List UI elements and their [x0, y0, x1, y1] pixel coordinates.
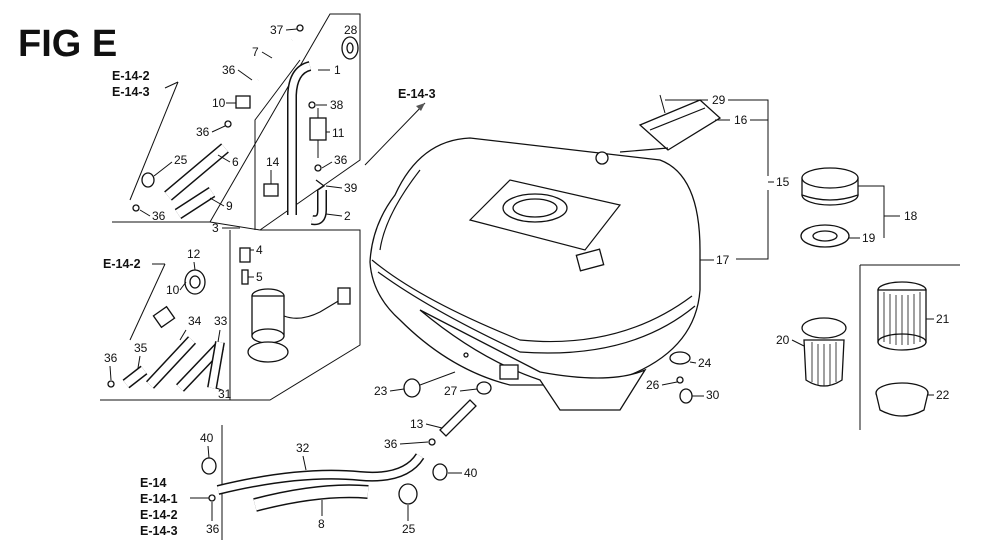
- ref-label: E-14-3: [112, 85, 150, 99]
- part-label: 31: [218, 387, 232, 401]
- part-label: 26: [646, 378, 660, 392]
- part-label: 35: [134, 341, 148, 355]
- drain-fittings: [403, 351, 693, 446]
- part-label: 36: [384, 437, 398, 451]
- part-label: 40: [464, 466, 478, 480]
- ref-label: E-14-2: [103, 257, 141, 271]
- part-label: 10: [212, 96, 226, 110]
- part-label: 29: [712, 93, 726, 107]
- ref-label: E-14-2: [112, 69, 150, 83]
- part-label: 4: [256, 243, 263, 257]
- part-label: 9: [226, 199, 233, 213]
- part-label: 25: [402, 522, 416, 536]
- part-label: 24: [698, 356, 712, 370]
- part-label: 19: [862, 231, 876, 245]
- tank-cap: [800, 167, 859, 248]
- part-label: 36: [334, 153, 348, 167]
- fuel-line-assembly: [132, 24, 359, 226]
- fuel-tank: [369, 137, 701, 411]
- part-label: 36: [152, 209, 166, 223]
- part-label: 3: [212, 221, 219, 235]
- part-label: 32: [296, 441, 310, 455]
- part-label: 13: [410, 417, 424, 431]
- part-label: 8: [318, 517, 325, 531]
- part-label: 30: [706, 388, 720, 402]
- part-label: 37: [270, 23, 284, 37]
- part-label: 6: [232, 155, 239, 169]
- part-label: 10: [166, 283, 180, 297]
- part-label: 36: [222, 63, 236, 77]
- part-label: 27: [444, 384, 458, 398]
- part-label: 12: [187, 247, 201, 261]
- reference-labels: E-14-2 E-14-3 E-14-3 E-14-2 E-14 E-14-1 …: [103, 69, 436, 538]
- part-label: 11: [332, 126, 345, 140]
- panel-frames: [100, 13, 960, 540]
- part-label: 33: [214, 314, 228, 328]
- part-label: 36: [196, 125, 210, 139]
- part-label: 14: [266, 155, 280, 169]
- part-label: 18: [904, 209, 918, 223]
- part-labels: 37 28 7 36 1 10 38 36 11 25 6 14 36 39 3…: [104, 23, 950, 536]
- part-label: 36: [206, 522, 220, 536]
- fuel-pump-assembly: [239, 247, 351, 363]
- part-label: 22: [936, 388, 950, 402]
- part-label: 16: [734, 113, 748, 127]
- ref-label: E-14: [140, 476, 166, 490]
- part-label: 7: [252, 45, 259, 59]
- part-label: 28: [344, 23, 358, 37]
- ref-label: E-14-3: [398, 87, 436, 101]
- fuel-strainers: [801, 281, 929, 417]
- part-label: 40: [200, 431, 214, 445]
- ref-label: E-14-1: [140, 492, 178, 506]
- part-label: 1: [334, 63, 341, 77]
- part-label: 15: [776, 175, 790, 189]
- fuel-hose-set: [107, 269, 225, 392]
- part-label: 5: [256, 270, 263, 284]
- part-label: 34: [188, 314, 202, 328]
- fuel-gauge: [595, 94, 722, 165]
- part-label: 20: [776, 333, 790, 347]
- part-label: 17: [716, 253, 730, 267]
- ref-label: E-14-2: [140, 508, 178, 522]
- part-label: 21: [936, 312, 950, 326]
- part-label: 23: [374, 384, 388, 398]
- part-label: 25: [174, 153, 188, 167]
- part-label: 38: [330, 98, 344, 112]
- part-label: 2: [344, 209, 351, 223]
- figure-title: FIG E: [18, 23, 117, 65]
- ref-label: E-14-3: [140, 524, 178, 538]
- bottom-hoses: [201, 453, 448, 512]
- part-label: 39: [344, 181, 358, 195]
- part-label: 36: [104, 351, 118, 365]
